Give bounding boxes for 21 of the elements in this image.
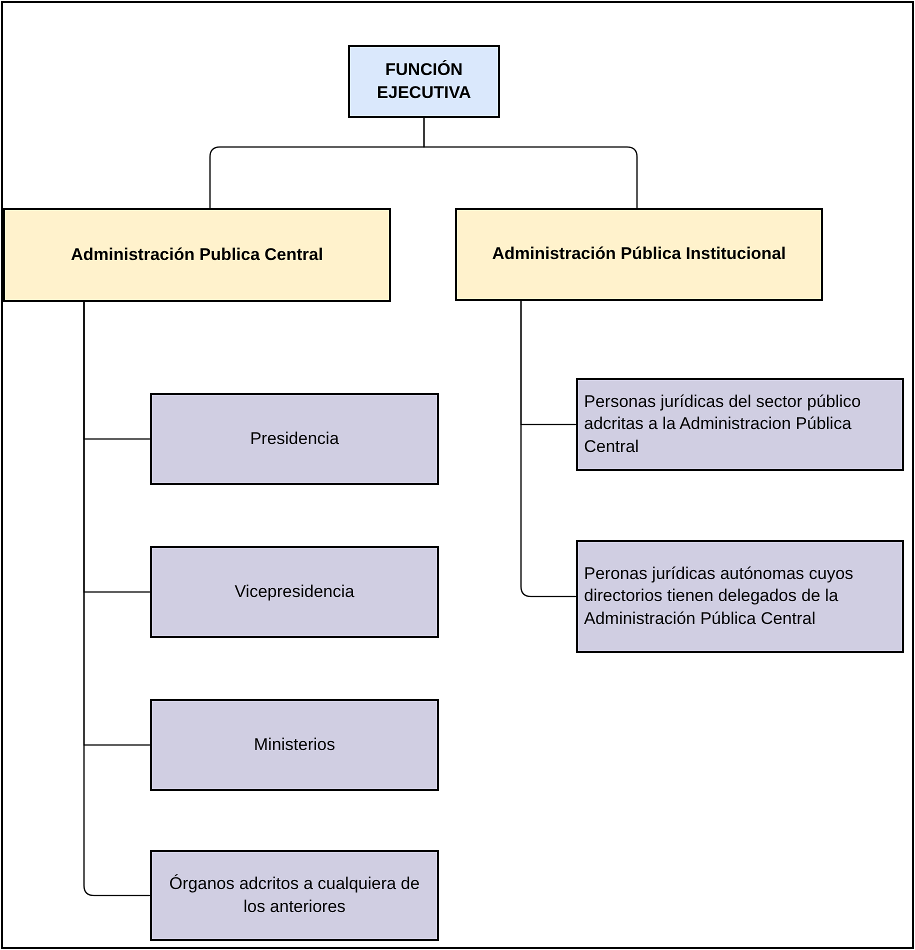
box-label: Presidencia [250,428,339,450]
box-label: Peronas jurídicas autónomas cuyos directorios tienen delegados de la Administración Pública Central [584,563,854,630]
box-label: Órganos adcritos a cualquiera de los anteriores [168,873,421,918]
box-label: Ministerios [254,734,336,756]
branch-box [3,208,391,302]
box-label: Vicepresidencia [234,580,354,603]
unit-box [576,378,904,471]
box-label: FUNCIÓN EJECUTIVA [376,59,472,104]
root-box [348,45,500,118]
unit-box [150,699,439,791]
unit-box [150,546,439,638]
box-label: Personas jurídicas del sector público adcritas a la Administracion Pública Central [584,391,862,458]
connector-line [423,118,638,208]
connector-line [83,302,150,896]
connector-line [520,301,576,598]
unit-box [150,393,439,485]
branch-box [455,208,823,301]
box-label: Administración Pública Institucional [492,243,786,266]
unit-box [150,850,439,941]
box-label: Administración Publica Central [70,244,324,266]
unit-box [576,540,904,653]
